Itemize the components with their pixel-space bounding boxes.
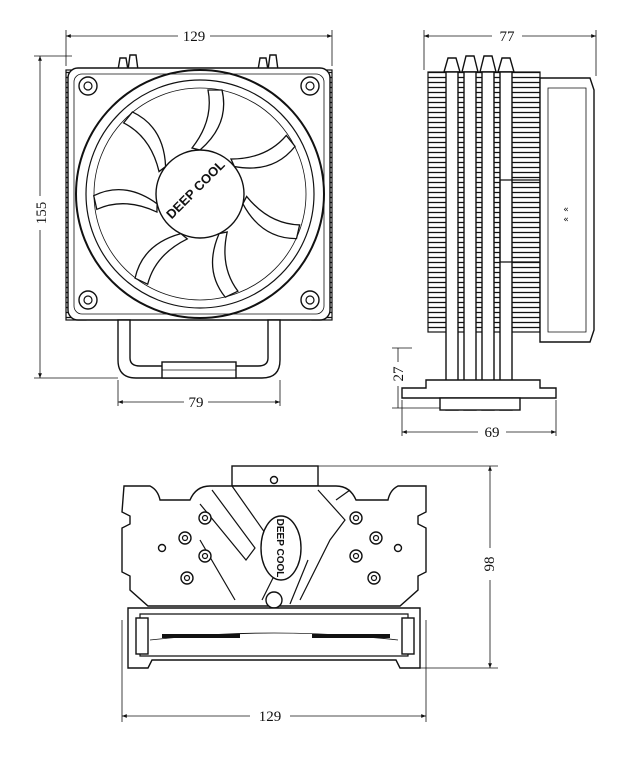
- front-dimensions: 129 155 79: [34, 29, 333, 411]
- fan-blade: [229, 134, 296, 169]
- fan-blade: [190, 89, 225, 151]
- fan-blade: [122, 111, 167, 173]
- top-holes-right: [349, 511, 403, 585]
- side-view: « «: [401, 55, 595, 411]
- top-view: DEEP COOL: [121, 465, 427, 669]
- dim-top-width: 129: [259, 709, 282, 725]
- top-logo: DEEP COOL: [274, 519, 285, 578]
- front-fan-blades: [92, 89, 301, 299]
- front-fan-ring-outer: [75, 69, 325, 319]
- front-fan-ring-mid: [85, 79, 315, 309]
- side-fan-arrow-icon-2: «: [563, 215, 569, 225]
- top-logo-badge: [260, 515, 302, 581]
- fan-blade: [134, 232, 189, 286]
- dim-side-base-width: 69: [485, 425, 500, 441]
- dim-side-depth: 77: [500, 29, 516, 45]
- side-fan-profile: [539, 77, 595, 343]
- top-logo-text: DEEP COOL: [274, 519, 285, 578]
- dim-side-base-height: 27: [391, 366, 407, 382]
- top-bottom-hole: [265, 591, 283, 609]
- dim-top-height: 98: [482, 557, 498, 572]
- top-holes-left: [157, 511, 212, 585]
- side-base-plate: [401, 379, 557, 411]
- fan-blade: [211, 231, 239, 299]
- top-center-hole: [269, 475, 279, 485]
- side-fan-arrow-icon: «: [563, 205, 569, 215]
- fan-blade: [92, 189, 158, 214]
- side-heatpipes: [445, 71, 513, 411]
- dim-front-height: 155: [34, 202, 50, 225]
- side-dimensions: 77 27 69: [391, 29, 597, 441]
- front-view: DEEP COOL: [65, 54, 333, 379]
- dim-front-width: 129: [183, 29, 206, 45]
- front-fan-ring-inner: [93, 87, 307, 301]
- top-fan-frame: [127, 607, 421, 669]
- fan-blade: [242, 195, 301, 240]
- side-heatpipe-caps: [443, 55, 515, 73]
- top-dimensions: 98 129: [121, 465, 498, 725]
- dim-front-base-width: 79: [189, 395, 204, 411]
- front-fan-screws: [78, 76, 320, 310]
- front-heatpipe-base: [117, 319, 281, 379]
- front-fan-hub: [155, 149, 245, 239]
